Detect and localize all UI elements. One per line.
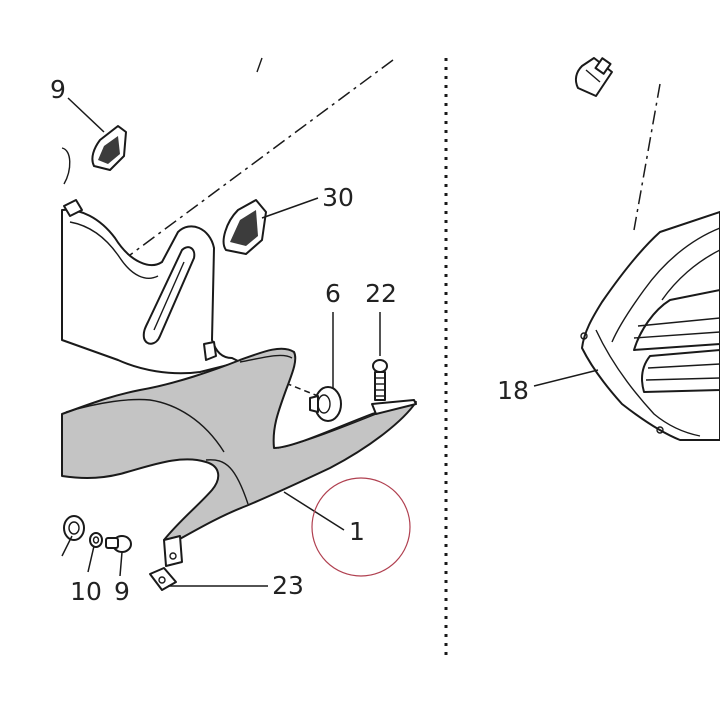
assembly-line-right (633, 83, 661, 231)
leader-10 (87, 545, 95, 573)
highlight-circle (311, 477, 411, 577)
fairing-lower-tab (163, 535, 183, 567)
grommet-6 (309, 386, 342, 422)
inner-bracket (61, 147, 241, 375)
callout-9-top: 9 (50, 75, 66, 104)
leader-30 (261, 197, 319, 219)
assembly-tick (256, 57, 263, 73)
leader-9-bottom (119, 551, 123, 577)
callout-18: 18 (497, 376, 529, 405)
leader-9-top (67, 97, 105, 133)
callout-6: 6 (325, 279, 341, 308)
fairing-panel (61, 347, 417, 567)
clip-nut-30 (222, 199, 267, 255)
screw-9-bottom (105, 535, 132, 553)
callout-10: 10 (70, 577, 102, 606)
headlight-housing (580, 211, 720, 441)
connector (574, 57, 613, 97)
callout-9-bottom: 9 (114, 577, 130, 606)
washer-group (63, 515, 103, 548)
screw-22 (372, 312, 388, 401)
leader-18 (533, 369, 599, 387)
clip-23 (149, 567, 177, 591)
callout-23: 23 (272, 571, 304, 600)
callout-1: 1 (349, 517, 365, 546)
leader-1 (283, 491, 345, 531)
clip-nut-9-top (91, 125, 127, 171)
fairing-panel-body (61, 347, 417, 541)
leader-left-edge (61, 535, 73, 557)
callout-30: 30 (322, 183, 354, 212)
callout-22: 22 (365, 279, 397, 308)
